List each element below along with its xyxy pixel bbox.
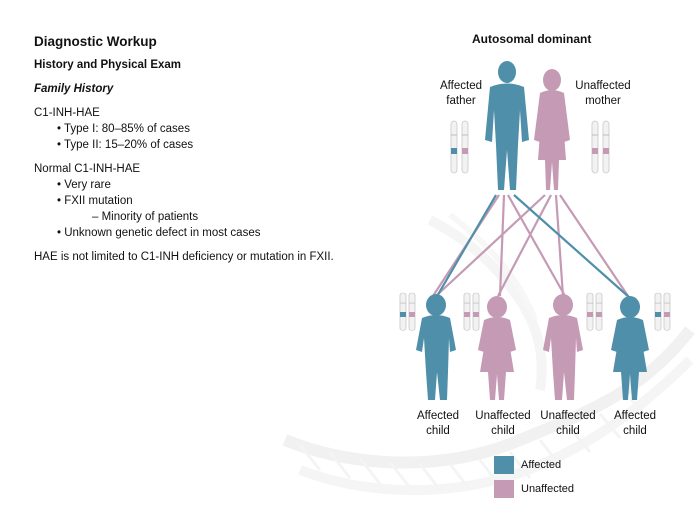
mother-label: Unaffected mother bbox=[568, 79, 638, 109]
child-1-label: Affected child bbox=[403, 409, 473, 439]
child-4-label-line1: Affected bbox=[614, 410, 656, 422]
child-3-label-line1: Unaffected bbox=[540, 410, 596, 422]
mother-label-line1: Unaffected bbox=[575, 80, 631, 92]
father-label: Affected father bbox=[426, 79, 496, 109]
child-3-chromosomes bbox=[586, 292, 603, 331]
type2-item: • Type II: 15–20% of cases bbox=[57, 139, 194, 151]
page-title: Diagnostic Workup bbox=[34, 34, 157, 49]
note-text: HAE is not limited to C1-INH deficiency … bbox=[34, 251, 334, 263]
child-2-label-line2: child bbox=[491, 425, 515, 437]
legend-unaffected-label: Unaffected bbox=[521, 483, 575, 495]
child-4-label-line2: child bbox=[623, 425, 647, 437]
child-2-figure bbox=[478, 296, 516, 400]
child-1-figure bbox=[416, 294, 456, 400]
legend-affected-swatch bbox=[494, 456, 514, 474]
child-4-chromosomes bbox=[654, 292, 671, 331]
mother-chromosomes bbox=[591, 120, 610, 174]
child-1-label-line1: Affected bbox=[417, 410, 459, 422]
legend-affected-label: Affected bbox=[521, 459, 562, 471]
child-3-label: Unaffected child bbox=[533, 409, 603, 439]
very-rare-item: • Very rare bbox=[57, 179, 111, 191]
father-chromosomes bbox=[450, 120, 469, 174]
child-2-chromosomes bbox=[463, 292, 480, 331]
subheading: History and Physical Exam bbox=[34, 59, 182, 71]
child-1-chromosomes bbox=[399, 292, 416, 331]
unknown-item: • Unknown genetic defect in most cases bbox=[57, 227, 261, 239]
diagram-title: Autosomal dominant bbox=[472, 32, 592, 46]
dna-helix-background bbox=[282, 212, 695, 496]
section-title: Family History bbox=[34, 83, 114, 95]
mother-figure bbox=[534, 69, 570, 190]
child-2-label-line1: Unaffected bbox=[475, 410, 531, 422]
child-4-label: Affected child bbox=[600, 409, 670, 439]
normal-title: Normal C1-INH-HAE bbox=[34, 163, 141, 175]
minority-subitem: – Minority of patients bbox=[92, 211, 199, 223]
legend-unaffected-swatch bbox=[494, 480, 514, 498]
child-2-label: Unaffected child bbox=[468, 409, 538, 439]
c1inh-title: C1-INH-HAE bbox=[34, 107, 100, 119]
child-1-label-line2: child bbox=[426, 425, 450, 437]
type1-item: • Type I: 80–85% of cases bbox=[57, 123, 190, 135]
child-3-figure bbox=[543, 294, 583, 400]
father-label-line1: Affected bbox=[440, 80, 482, 92]
fxii-item: • FXII mutation bbox=[57, 195, 133, 207]
child-4-figure bbox=[611, 296, 649, 400]
inheritance-lines bbox=[432, 194, 631, 299]
mother-label-line2: mother bbox=[585, 95, 621, 107]
father-label-line2: father bbox=[446, 95, 476, 107]
father-figure bbox=[485, 61, 529, 190]
child-3-label-line2: child bbox=[556, 425, 580, 437]
